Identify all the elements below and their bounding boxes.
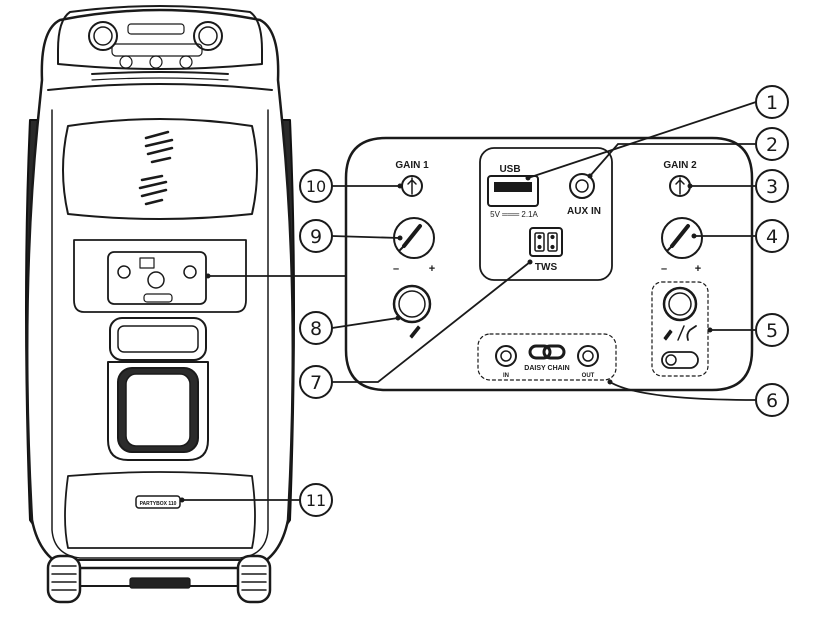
mic2-minus-label: –: [661, 263, 667, 275]
svg-text:10: 10: [306, 177, 326, 196]
gain1-label: GAIN 1: [395, 160, 429, 171]
aux-in-jack-icon: [569, 173, 595, 199]
tws-button-icon: [529, 227, 563, 257]
daisy-out-label: OUT: [582, 373, 595, 379]
usb-label: USB: [499, 164, 520, 175]
tws-label: TWS: [535, 262, 558, 273]
svg-text:5: 5: [766, 320, 778, 342]
left-wheel-icon: [46, 554, 82, 604]
callout-6: 6: [755, 383, 789, 417]
svg-text:6: 6: [766, 390, 778, 412]
callout-7: 7: [299, 365, 333, 399]
logo-stripes-icon: [138, 130, 174, 206]
daisy-in-label: IN: [503, 373, 509, 379]
svg-text:7: 7: [310, 372, 322, 394]
daisy-chain-out-jack-icon: [577, 345, 599, 367]
svg-text:4: 4: [766, 226, 778, 248]
svg-text:1: 1: [766, 92, 778, 114]
speaker-body: PARTYBOX 110: [25, 5, 295, 604]
callout-9: 9: [299, 219, 333, 253]
gain2-label: GAIN 2: [663, 160, 697, 171]
callout-markers: 1 2 3 4 5 6 7 8 9 10 11: [299, 85, 789, 517]
right-wheel-icon: [236, 554, 272, 604]
mic2-volume-knob-icon: [661, 217, 703, 259]
mic1-minus-label: –: [393, 263, 399, 275]
mic-guitar-switch-icon: [661, 351, 699, 369]
callout-dots: [179, 173, 713, 503]
usb-rating-label: 5V ═══ 2.1A: [490, 210, 538, 219]
svg-text:2: 2: [766, 134, 778, 156]
svg-text:11: 11: [306, 491, 326, 510]
device-model-label: PARTYBOX 110: [140, 501, 177, 507]
chain-link-icon: [528, 344, 566, 360]
mic2-plus-label: +: [695, 263, 701, 275]
callout-1: 1: [755, 85, 789, 119]
callout-2: 2: [755, 127, 789, 161]
mic-guitar-symbol-icon: [663, 325, 697, 341]
daisy-chain-label: DAISY CHAIN: [524, 365, 569, 372]
mic2-guitar-input-jack-icon: [662, 286, 698, 322]
svg-text:3: 3: [766, 176, 778, 198]
svg-text:9: 9: [310, 226, 322, 248]
callout-5: 5: [755, 313, 789, 347]
svg-text:8: 8: [310, 318, 322, 340]
daisy-chain-in-jack-icon: [495, 345, 517, 367]
callout-3: 3: [755, 169, 789, 203]
panel-labels: USB 5V ═══ 2.1A AUX IN TWS GAIN 1 GAIN 2…: [393, 160, 701, 379]
aux-in-label: AUX IN: [567, 206, 601, 217]
callout-leaders: [182, 101, 757, 501]
usb-port-icon: [487, 175, 539, 207]
callout-8: 8: [299, 311, 333, 345]
callout-4: 4: [755, 219, 789, 253]
mic1-input-jack-icon: [392, 284, 432, 339]
mic1-plus-label: +: [429, 263, 435, 275]
callout-10: 10: [299, 169, 333, 203]
callout-11: 11: [299, 483, 333, 517]
